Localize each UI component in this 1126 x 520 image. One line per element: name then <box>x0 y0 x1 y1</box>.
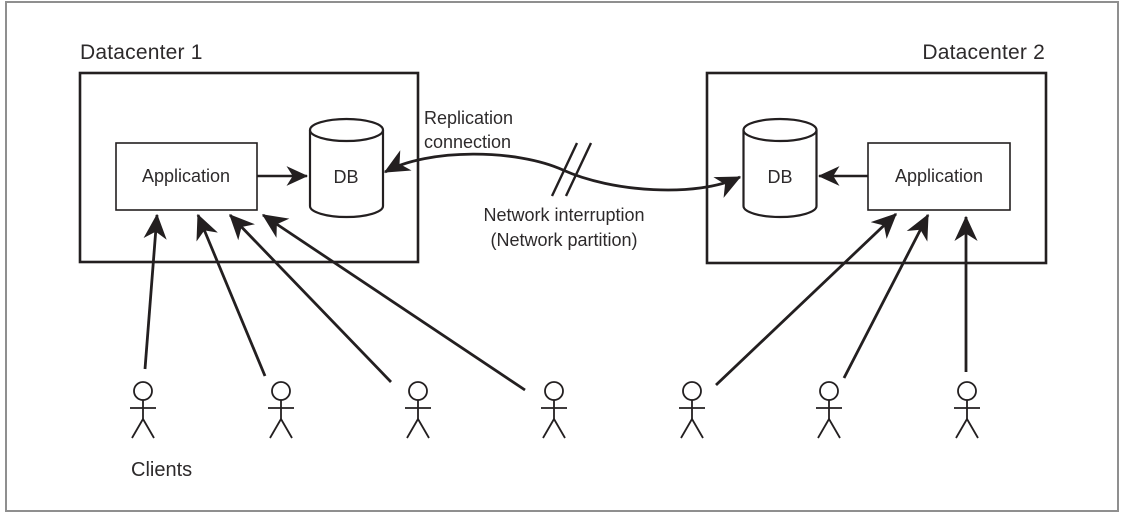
client-request-arrow <box>228 214 393 383</box>
db-2-cylinder <box>742 117 818 219</box>
client-figure <box>129 381 157 439</box>
application-2-label: Application <box>895 166 983 186</box>
client-figure <box>267 381 295 439</box>
application-1-label: Application <box>142 166 230 186</box>
replication-group: Replication connection Network interrupt… <box>383 108 742 250</box>
db-2-label: DB <box>767 167 792 187</box>
client-request-arrow <box>196 213 267 377</box>
replication-connection-label-line1: Replication <box>424 108 513 128</box>
network-interruption-label-line1: Network interruption <box>483 205 644 225</box>
outer-frame <box>5 1 1119 512</box>
client-request-arrow <box>842 213 930 379</box>
network-interruption-label-line2: (Network partition) <box>490 230 637 250</box>
network-interruption-slash-1 <box>550 142 579 197</box>
db-1-cylinder <box>308 117 385 219</box>
client-figure <box>404 381 432 439</box>
datacenter-2-group: Datacenter 2 Application DB <box>705 41 1048 265</box>
client-figure <box>953 381 981 439</box>
client-figure <box>540 381 568 439</box>
datacenter-1-title: Datacenter 1 <box>80 41 203 64</box>
application-1-box <box>115 142 258 211</box>
datacenter-2-title: Datacenter 2 <box>922 41 1045 64</box>
clients-label: Clients <box>131 459 192 481</box>
client-arrows-group <box>143 212 978 392</box>
client-figure <box>815 381 843 439</box>
db-1-label: DB <box>333 167 358 187</box>
datacenter-1-group: Datacenter 1 Application DB <box>78 41 420 264</box>
network-interruption-slash-2 <box>564 142 593 197</box>
client-request-arrow <box>143 213 167 370</box>
application-2-box <box>867 142 1011 211</box>
client-request-arrow <box>261 213 526 392</box>
client-request-arrow <box>715 212 897 387</box>
replication-connection-label-line2: connection <box>424 132 511 152</box>
client-figure <box>678 381 706 439</box>
clients-group: Clients <box>129 381 981 481</box>
